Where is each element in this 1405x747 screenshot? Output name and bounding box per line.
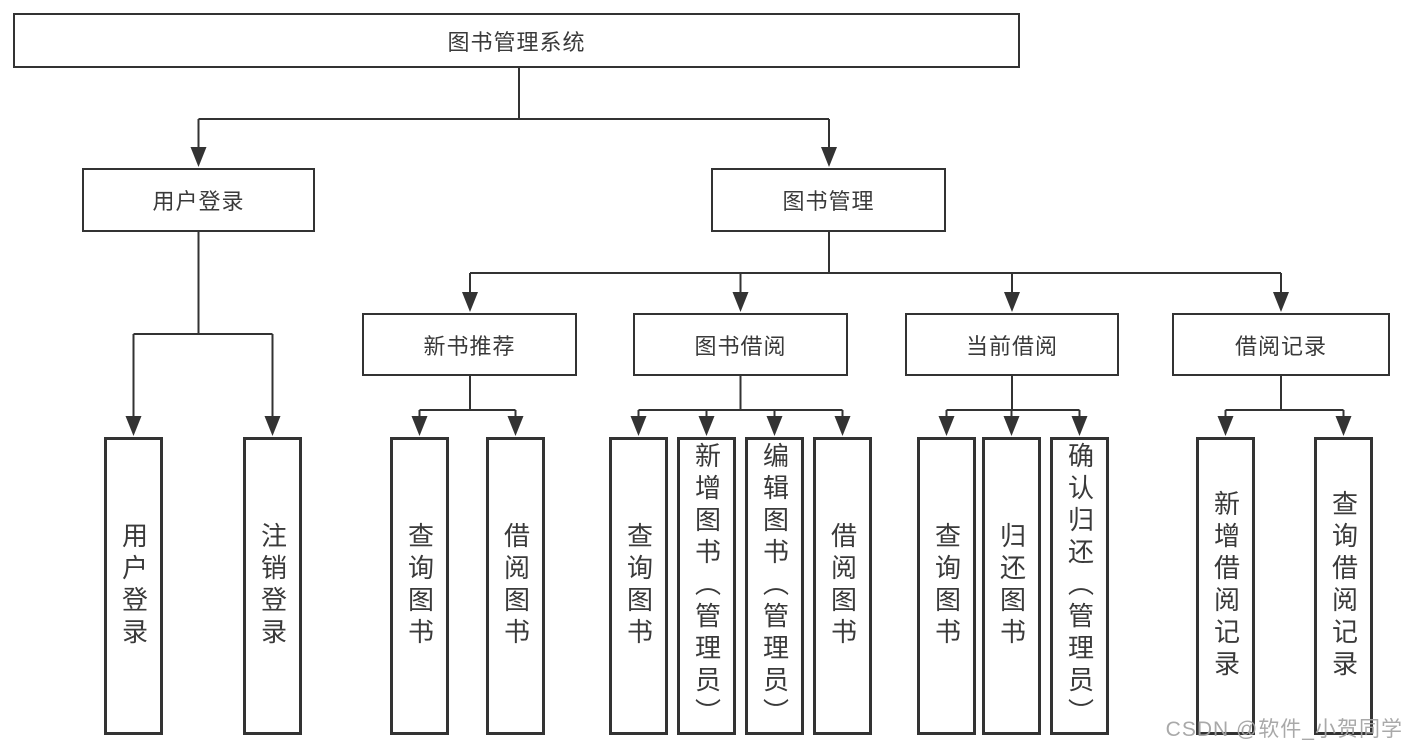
leaf-confirm-return-admin: 确认归还（管理员）: [1050, 437, 1109, 735]
leaf-return-books: 归还图书: [982, 437, 1041, 735]
node-label: 借阅图书: [500, 522, 531, 650]
leaf-query-borrow-record: 查询借阅记录: [1314, 437, 1373, 735]
node-user-login-branch: 用户登录: [82, 168, 315, 232]
node-label: 注销登录: [257, 522, 288, 650]
node-book-management-branch: 图书管理: [711, 168, 946, 232]
leaf-edit-books-admin: 编辑图书（管理员）: [745, 437, 804, 735]
leaf-borrow-books: 借阅图书: [813, 437, 872, 735]
node-label: 确认归还（管理员）: [1064, 442, 1095, 730]
node-current-borrowing: 当前借阅: [905, 313, 1119, 376]
node-label: 新增图书（管理员）: [691, 442, 722, 730]
node-label: 当前借阅: [965, 333, 1058, 359]
node-new-book-recommendation: 新书推荐: [362, 313, 577, 376]
leaf-logout: 注销登录: [243, 437, 302, 735]
node-label: 借阅记录: [1234, 333, 1327, 359]
node-label: 图书借阅: [694, 333, 787, 359]
leaf-query-books: 查询图书: [917, 437, 976, 735]
node-label: 借阅图书: [827, 522, 858, 650]
node-label: 归还图书: [996, 522, 1027, 650]
leaf-add-borrow-record: 新增借阅记录: [1196, 437, 1255, 735]
leaf-query-books: 查询图书: [609, 437, 668, 735]
node-label: 新书推荐: [423, 333, 516, 359]
node-borrowing-records: 借阅记录: [1172, 313, 1390, 376]
node-label: 查询借阅记录: [1328, 490, 1359, 682]
node-label: 新增借阅记录: [1210, 490, 1241, 682]
node-label: 编辑图书（管理员）: [759, 442, 790, 730]
node-book-borrowing: 图书借阅: [633, 313, 848, 376]
leaf-add-books-admin: 新增图书（管理员）: [677, 437, 736, 735]
node-label: 用户登录: [152, 189, 245, 214]
node-label: 图书管理系统: [447, 29, 586, 55]
leaf-user-login: 用户登录: [104, 437, 163, 735]
node-label: 查询图书: [623, 522, 654, 650]
node-label: 用户登录: [118, 522, 149, 650]
node-label: 查询图书: [404, 522, 435, 650]
node-label: 图书管理: [782, 189, 875, 214]
node-label: 查询图书: [931, 522, 962, 650]
leaf-borrow-books: 借阅图书: [486, 437, 545, 735]
node-root-library-system: 图书管理系统: [13, 13, 1020, 68]
leaf-query-books: 查询图书: [390, 437, 449, 735]
